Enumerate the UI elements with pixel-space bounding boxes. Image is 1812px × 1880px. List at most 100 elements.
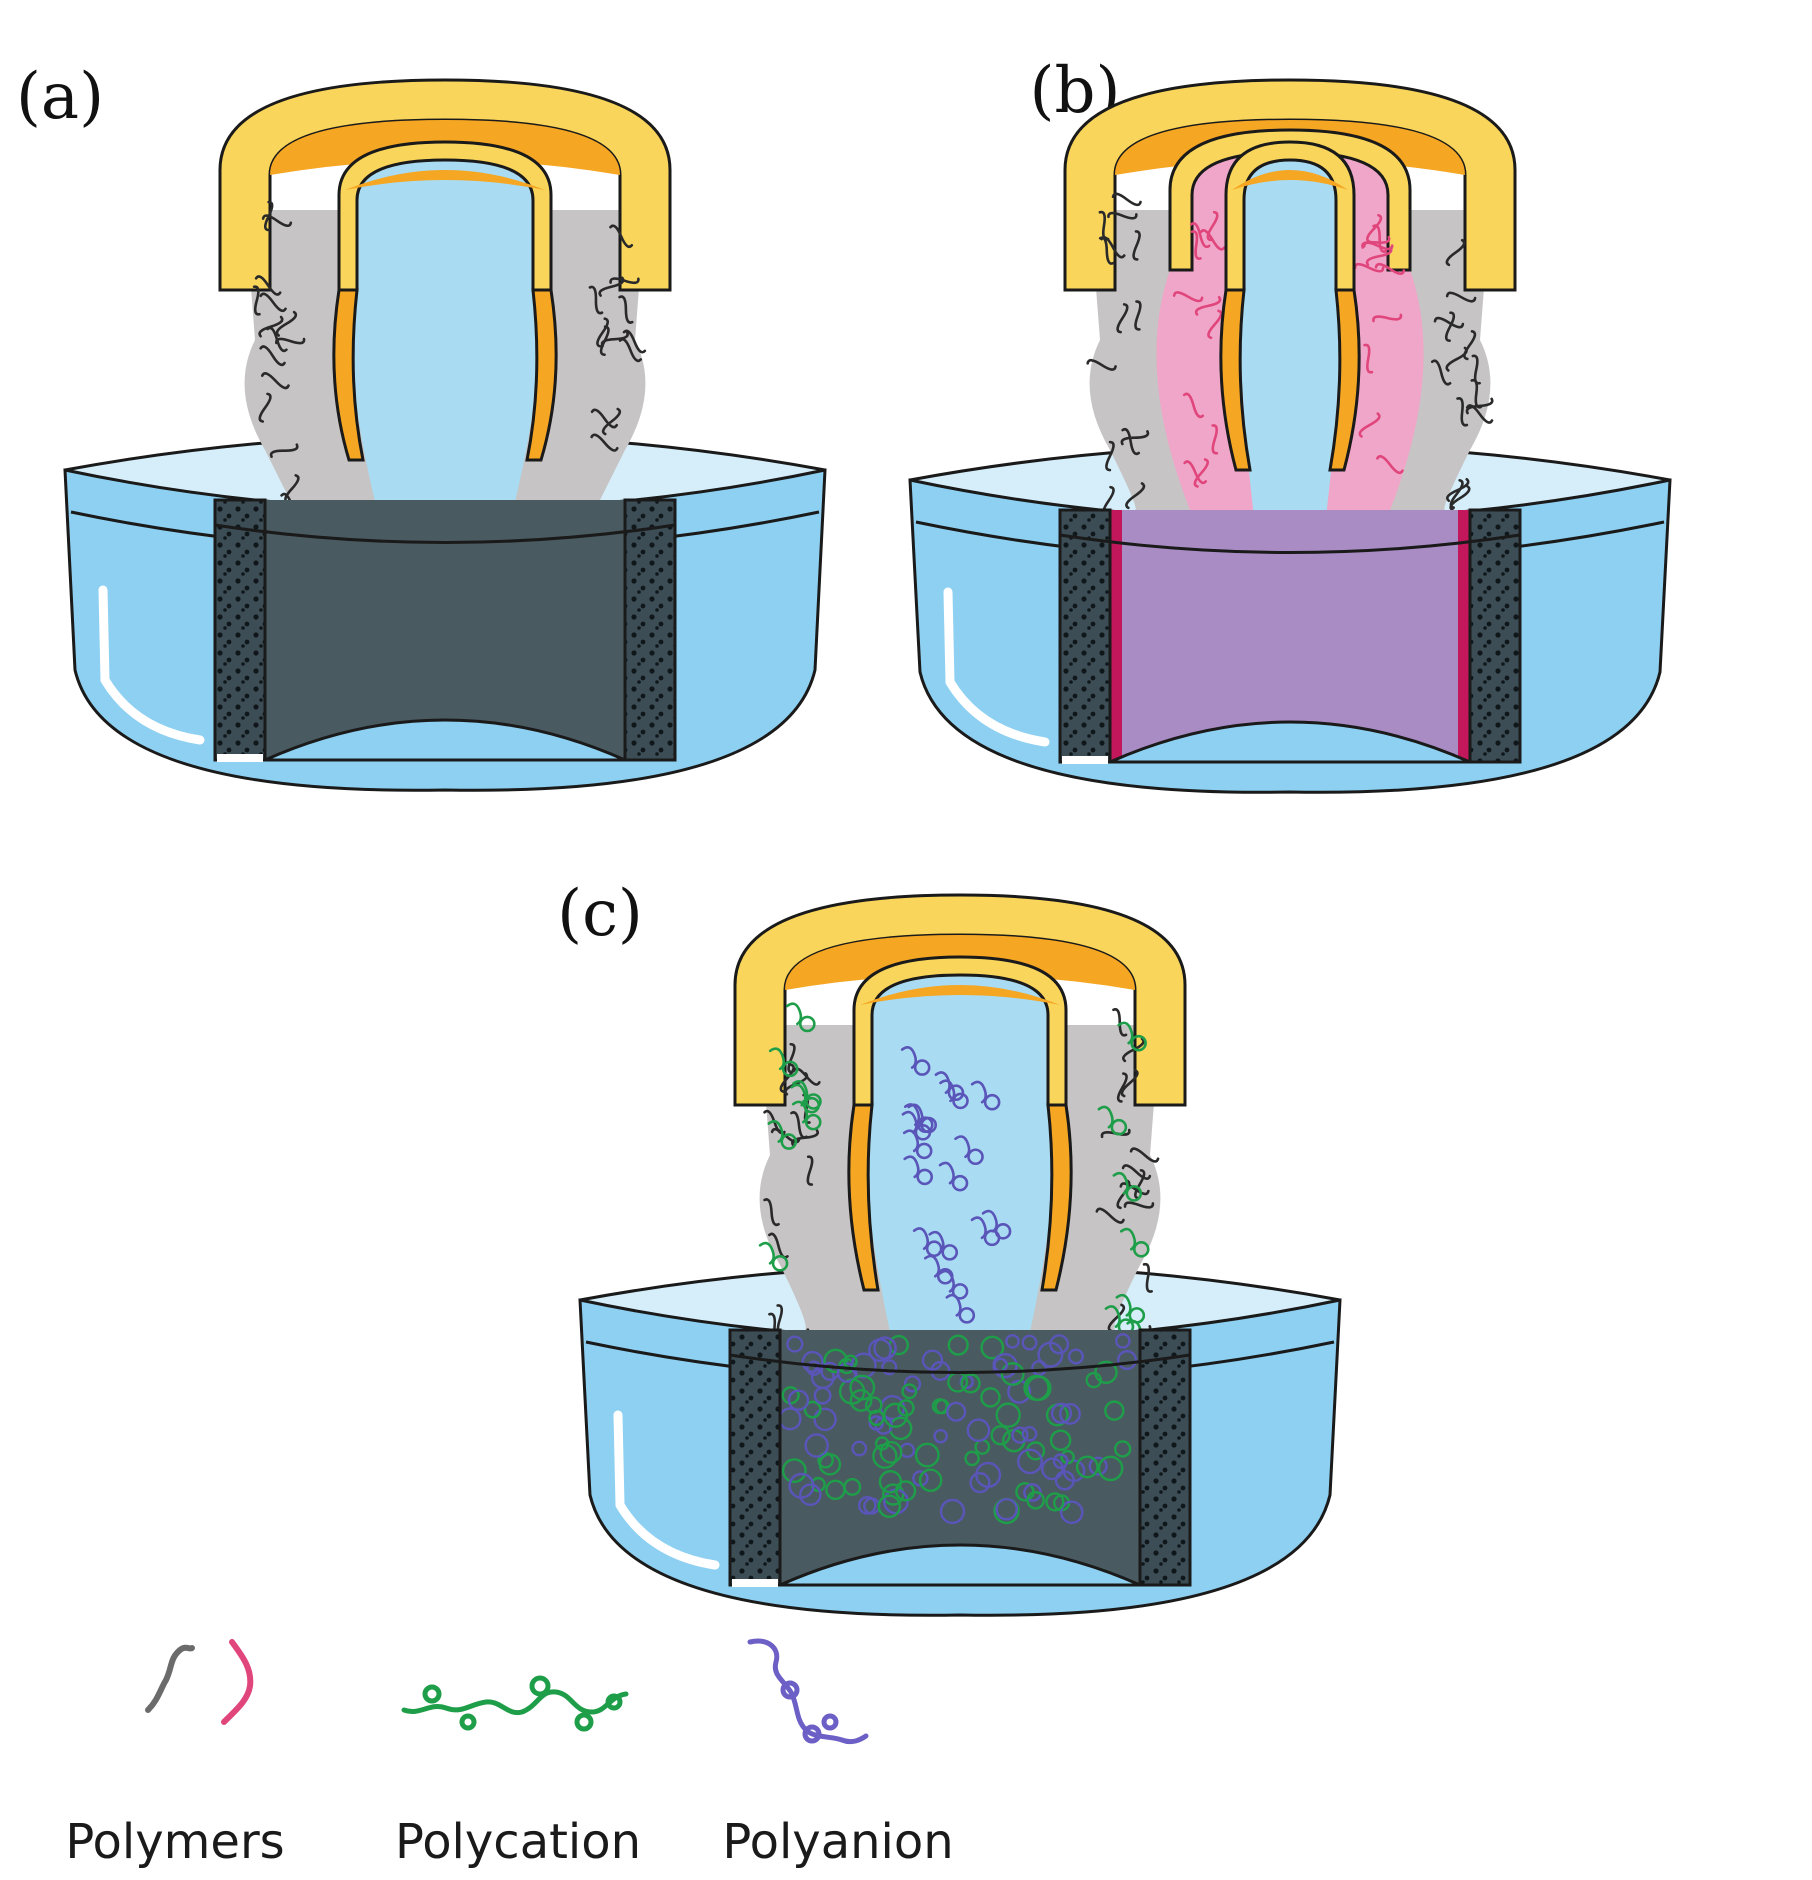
gray-polymer-strand [261, 214, 293, 228]
inner-nozzle-shade [345, 170, 545, 190]
gray-polymer-strand [1107, 211, 1138, 220]
polycation-coil [1115, 1293, 1146, 1324]
tube-opening [1109, 720, 1471, 764]
polymer-jet [351, 160, 539, 500]
mesh-loop [1094, 1360, 1118, 1385]
porous-wall-right [623, 498, 677, 762]
pink-polymer-strand [1172, 291, 1204, 303]
gray-polymer-strand [269, 443, 299, 458]
polycation-coil-head [1110, 1118, 1128, 1136]
mesh-loop [813, 1407, 837, 1432]
gray-polymer-strand [260, 372, 290, 390]
mesh-loop [946, 1401, 967, 1422]
gray-polymer-strand [787, 1042, 796, 1074]
mesh-loop [966, 1418, 991, 1442]
gray-polymer-strand [1463, 330, 1477, 361]
gray-polymer-strand [258, 392, 272, 423]
pink-fiber-wall-left [1110, 510, 1122, 762]
tube-opening [779, 1543, 1141, 1587]
polyanion-coil-head [913, 1059, 931, 1076]
pink-polymer-strand [1365, 246, 1393, 267]
inner-nozzle-right [525, 288, 558, 462]
mesh-loop [894, 1480, 917, 1502]
mesh-loop [931, 1398, 948, 1415]
polyanion-coil-head [915, 1142, 933, 1160]
polyanion-coil-head [983, 1093, 1001, 1111]
mesh-loop [1117, 1350, 1138, 1371]
polycation-coil-head [803, 1096, 821, 1114]
pink-polymer-strand [1361, 235, 1391, 249]
pink-polymer-strand [1199, 229, 1226, 251]
polyanion-coil [900, 1046, 931, 1076]
mesh-loop [1059, 1500, 1084, 1525]
gray-polymer-strand [1134, 1169, 1146, 1200]
gray-polymer-strand [1430, 359, 1452, 386]
gray-polymer-strand [1456, 397, 1469, 427]
polycation-coil [1112, 1171, 1143, 1202]
gray-polymer-strand [1134, 300, 1142, 331]
mesh-loop [980, 1335, 1005, 1360]
mesh-loop [1000, 1362, 1025, 1386]
polyanion-coil-head [952, 1092, 969, 1110]
gray-polymer-strand [590, 433, 619, 452]
inner-nozzle-left [847, 1103, 880, 1292]
mesh-loop [781, 1458, 807, 1484]
mesh-loop [1097, 1455, 1124, 1482]
polyanion-coil-head [916, 1168, 934, 1186]
gray-polymer-strand [609, 224, 634, 249]
mesh-loop [836, 1362, 858, 1383]
gray-polymer-strand [1123, 1201, 1155, 1209]
mesh-loop [1045, 1492, 1065, 1512]
bowl-highlight [98, 585, 205, 745]
bowl-front-rim [1059, 533, 1521, 554]
pink-polymer-strand [1363, 343, 1374, 374]
mesh-loop [877, 1494, 902, 1519]
mesh-loop [1011, 1426, 1029, 1444]
bowl-highlight [943, 587, 1050, 747]
porous-wall-left [728, 1328, 782, 1587]
porous-wall-right [1138, 1328, 1192, 1587]
polyanion-coil [934, 1071, 965, 1102]
mesh-loop [990, 1425, 1011, 1446]
mesh-loop [849, 1374, 876, 1401]
polyanion-coil [945, 1293, 976, 1324]
gray-polymer-strand [1470, 378, 1483, 409]
gray-polymer-strand [779, 1063, 795, 1094]
polycation-coil-tail [758, 1241, 775, 1265]
mesh-loop [1049, 1334, 1070, 1355]
mesh-loop [823, 1348, 848, 1374]
polycation-coil-head [781, 1060, 799, 1078]
polycation-coil [758, 1241, 789, 1272]
base-highlight [217, 754, 263, 762]
pink-polymer-strand [1194, 295, 1222, 316]
mesh-loop [1021, 1426, 1038, 1442]
gray-polymer-strand [590, 408, 619, 429]
pink-polymer-strand [1358, 412, 1381, 438]
gray-polymer-strand [1445, 291, 1477, 303]
pink-polymer-strand [1182, 392, 1205, 419]
polyanion-label: Polyanion [722, 1814, 953, 1870]
pink-polymer-strand [1353, 262, 1385, 273]
pink-polymer-strand [1372, 313, 1403, 323]
gray-polymer-strand [618, 295, 634, 324]
fiber-mesh [778, 1333, 1138, 1525]
gray-polymer-strand [254, 275, 282, 296]
panel-c: (c) [557, 877, 1342, 1617]
inner-nozzle-shade [860, 985, 1060, 1005]
gray-polymer-strand [1121, 428, 1141, 456]
gray-polymer-strand [1142, 1262, 1153, 1293]
polycation-coil-head [1128, 1307, 1146, 1324]
mesh-loop [1059, 1402, 1081, 1425]
gray-polymer-strand [1444, 311, 1456, 342]
polycation-label: Polycation [395, 1814, 641, 1870]
polyanion-coil [954, 1135, 984, 1166]
gray-polymer-strand [1120, 430, 1150, 446]
mesh-loop [786, 1335, 804, 1353]
polycation-coil-head [780, 1133, 798, 1150]
polycation-coil [786, 1002, 816, 1033]
gray-polymer-strand [1449, 479, 1464, 509]
mesh-loop [995, 1402, 1021, 1428]
mesh-loop [804, 1433, 829, 1458]
mesh-loop [813, 1386, 832, 1405]
